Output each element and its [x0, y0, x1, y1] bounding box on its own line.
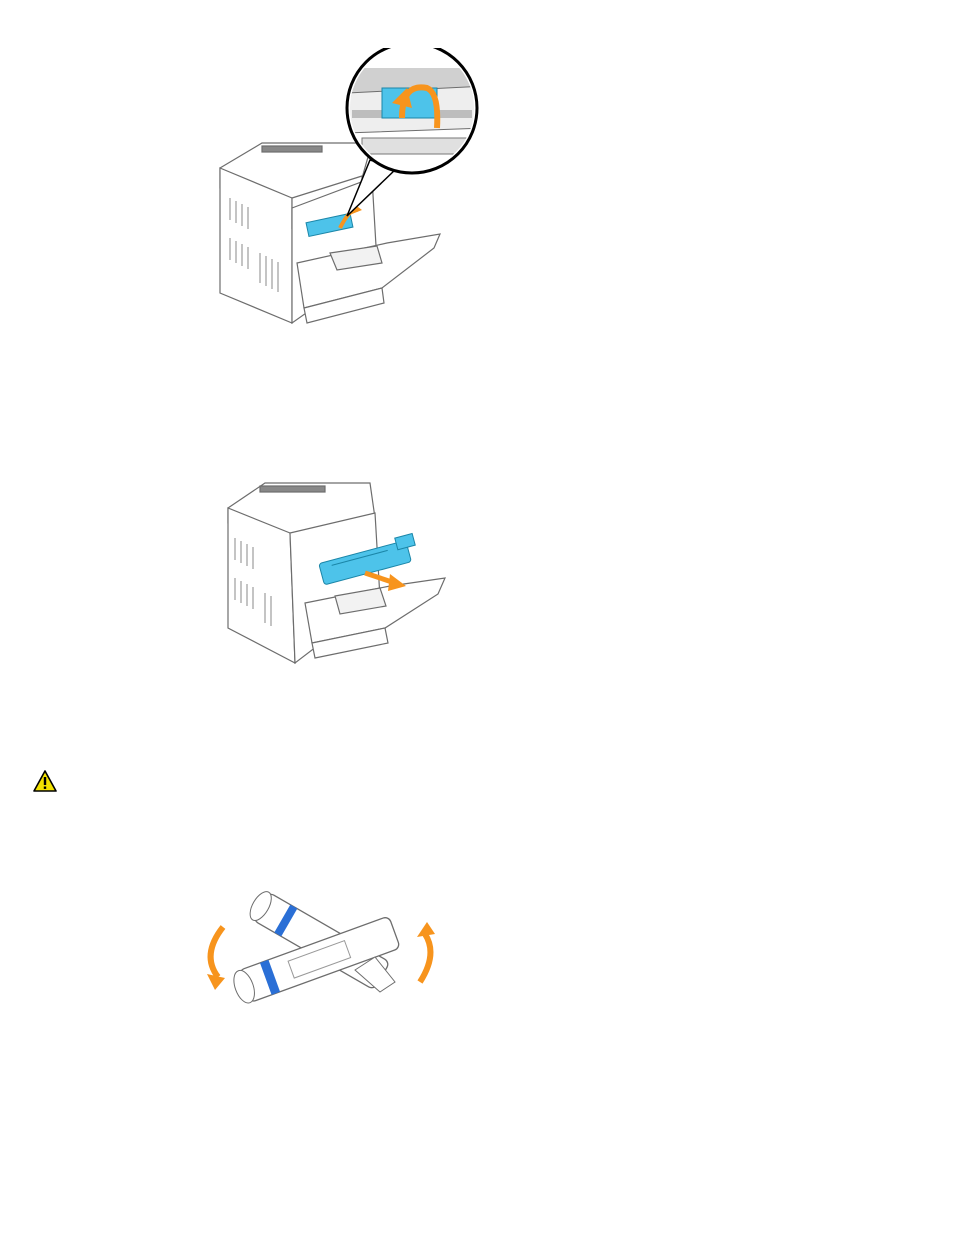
shake-cartridge-figure: [195, 882, 440, 1010]
remove-cartridge-lever-figure: [212, 48, 482, 328]
caution-warning-icon: [33, 770, 57, 792]
pull-out-cartridge-figure: [220, 478, 450, 668]
